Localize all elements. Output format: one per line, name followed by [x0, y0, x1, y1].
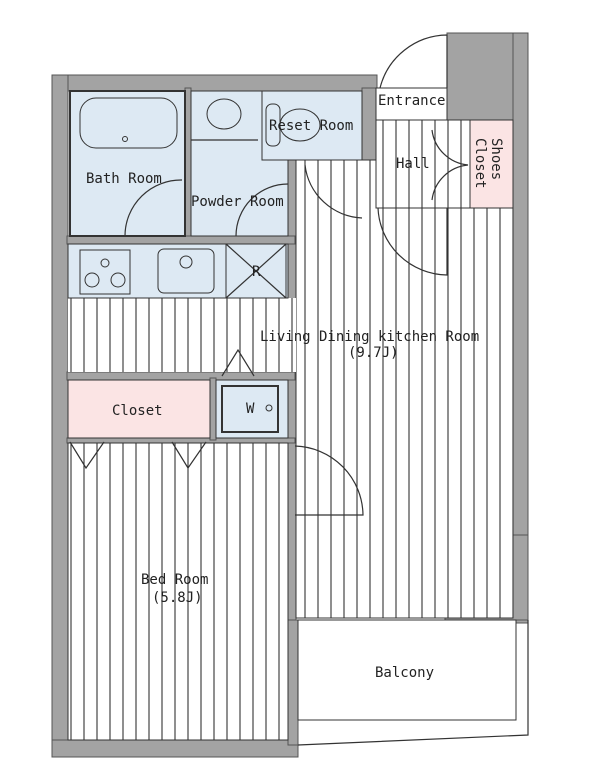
refrigerator-label: R [252, 264, 261, 280]
ldk-floor [295, 159, 514, 619]
ldk-label: Living Dining kitchen Room [260, 329, 479, 345]
washer-area [215, 379, 289, 439]
closet [67, 379, 211, 439]
bathtub-icon [79, 97, 178, 149]
bed-room-label: Bed Room [141, 572, 208, 588]
shoes-closet-label-2: Closet [472, 138, 488, 189]
reset-room-label: Reset Room [269, 118, 353, 134]
bed-floor [67, 442, 289, 741]
hall-label: Hall [396, 156, 430, 172]
sink-icon [206, 98, 242, 130]
shoes-closet [469, 119, 514, 209]
closet-label: Closet [112, 403, 163, 419]
reset-room [261, 90, 363, 161]
kitchen-sink-icon [157, 248, 215, 294]
bed-size-label: (5.8J) [152, 590, 203, 606]
balcony [297, 619, 517, 721]
balcony-label: Balcony [375, 665, 434, 681]
bath-room-label: Bath Room [86, 171, 162, 187]
entrance [375, 87, 448, 121]
entrance-label: Entrance [378, 93, 445, 109]
doors [69, 34, 469, 516]
bath-room [69, 90, 186, 237]
powder-room-label: Powder Room [191, 194, 284, 210]
washer-label: W [246, 401, 255, 417]
hall-floor [375, 119, 471, 209]
ldk-size-label: (9.7J) [348, 345, 399, 361]
shoes-closet-label-1: Shoes [488, 138, 504, 180]
ldk-floor-west [68, 298, 296, 372]
refrigerator-icon [225, 243, 287, 299]
stove-icon [79, 249, 131, 295]
